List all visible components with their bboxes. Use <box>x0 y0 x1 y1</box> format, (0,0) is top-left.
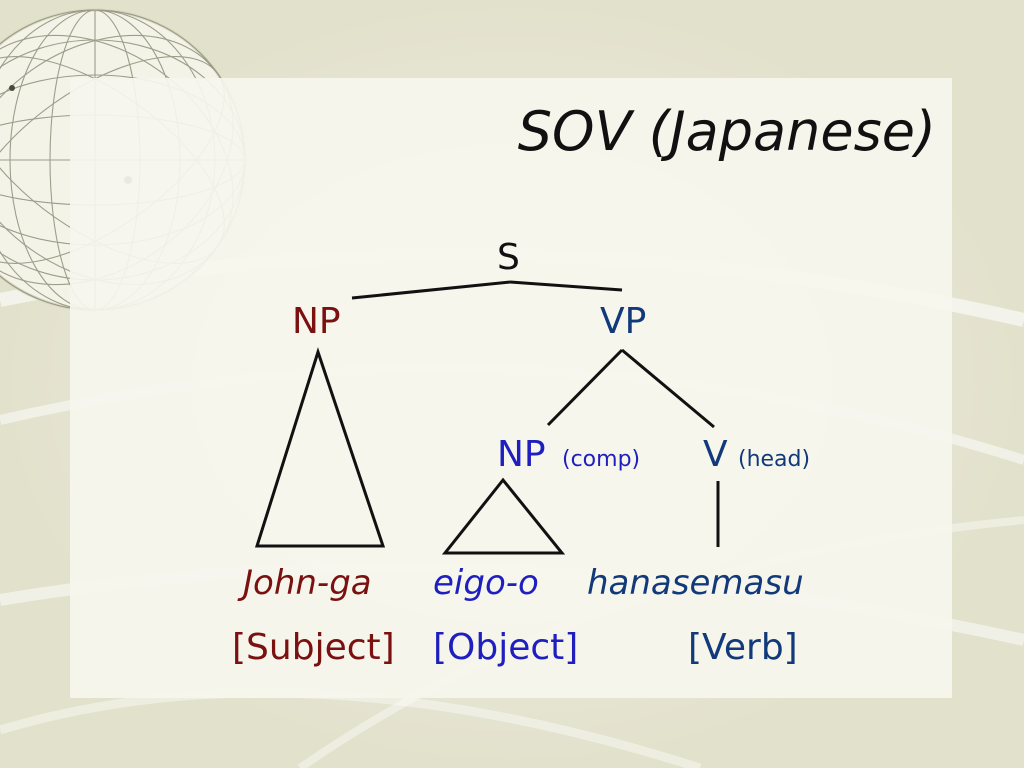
word-object: eigo-o <box>433 563 539 603</box>
node-v-head-note: (head) <box>738 447 811 472</box>
node-s: S <box>497 237 520 278</box>
node-np-comp-note: (comp) <box>562 447 641 472</box>
node-np-subject: NP <box>292 301 341 342</box>
branch-s-vp <box>509 280 623 292</box>
word-subject: John-ga <box>243 563 372 603</box>
content-panel <box>70 78 952 698</box>
word-verb: hanasemasu <box>587 563 804 603</box>
role-verb: [Verb] <box>688 627 798 668</box>
node-vp: VP <box>600 301 647 342</box>
role-subject: [Subject] <box>232 627 395 668</box>
triangle-object <box>441 477 566 555</box>
node-np-object: NP <box>497 434 546 475</box>
node-v: V <box>703 434 728 475</box>
branch-s-np <box>351 280 511 300</box>
slide-title: SOV (Japanese) <box>517 100 936 163</box>
branch-vp-v <box>621 348 715 429</box>
triangle-subject <box>254 347 386 548</box>
branch-vp-np <box>546 348 624 427</box>
role-object: [Object] <box>433 627 579 668</box>
